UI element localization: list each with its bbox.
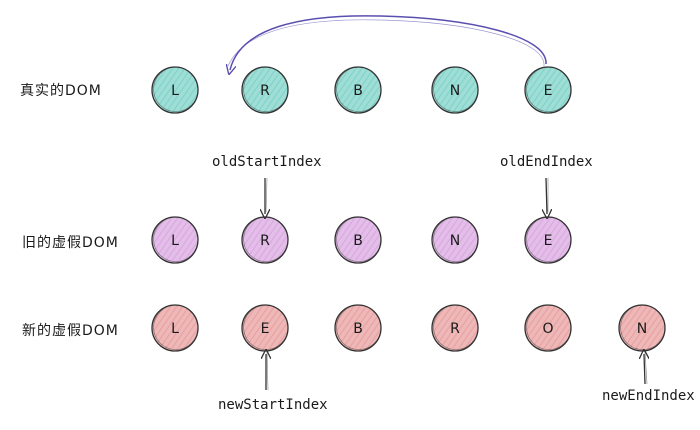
new-node-label: R — [450, 321, 460, 337]
move-arrow — [230, 15, 547, 70]
old-node-label: E — [544, 233, 553, 249]
real-node-label: L — [171, 83, 179, 99]
old-end-pointer-arrow — [546, 177, 547, 214]
new-node-4: O — [524, 304, 572, 352]
old-node-label: N — [450, 233, 460, 249]
old-start-index-label: oldStartIndex — [212, 154, 322, 170]
real-node-0: L — [151, 66, 199, 114]
old-end-index-label: oldEndIndex — [500, 154, 593, 170]
real-node-label: R — [260, 83, 270, 99]
new-node-label: E — [261, 321, 270, 337]
new-node-1: E — [241, 304, 289, 352]
old-node-0: L — [151, 216, 199, 264]
real-node-label: E — [544, 83, 553, 99]
new-node-5: N — [618, 304, 666, 352]
new-node-3: R — [431, 304, 479, 352]
old-node-4: E — [524, 216, 572, 264]
new-node-label: L — [171, 321, 179, 337]
new-end-index-label: newEndIndex — [602, 388, 695, 404]
new-node-0: L — [151, 304, 199, 352]
new-node-label: O — [542, 321, 553, 337]
real-node-label: N — [450, 83, 460, 99]
new-node-label: B — [353, 321, 363, 337]
real-node-2: B — [334, 66, 382, 114]
old-node-2: B — [334, 216, 382, 264]
old-node-label: B — [353, 233, 363, 249]
row-label-new-vdom: 新的虚假DOM — [22, 323, 119, 339]
old-node-label: L — [171, 233, 179, 249]
old-node-label: R — [260, 233, 270, 249]
new-end-pointer-arrow — [644, 354, 645, 385]
new-node-2: B — [334, 304, 382, 352]
real-node-1: R — [241, 66, 289, 114]
real-node-label: B — [353, 83, 363, 99]
row-label-old-vdom: 旧的虚假DOM — [22, 235, 119, 251]
old-node-1: R — [241, 216, 289, 264]
move-arrow-sketch — [227, 19, 545, 67]
real-node-3: N — [431, 66, 479, 114]
real-node-4: E — [524, 66, 572, 114]
new-node-label: N — [637, 321, 647, 337]
old-node-3: N — [431, 216, 479, 264]
new-start-index-label: newStartIndex — [218, 397, 328, 413]
row-label-real-dom: 真实的DOM — [20, 83, 102, 99]
